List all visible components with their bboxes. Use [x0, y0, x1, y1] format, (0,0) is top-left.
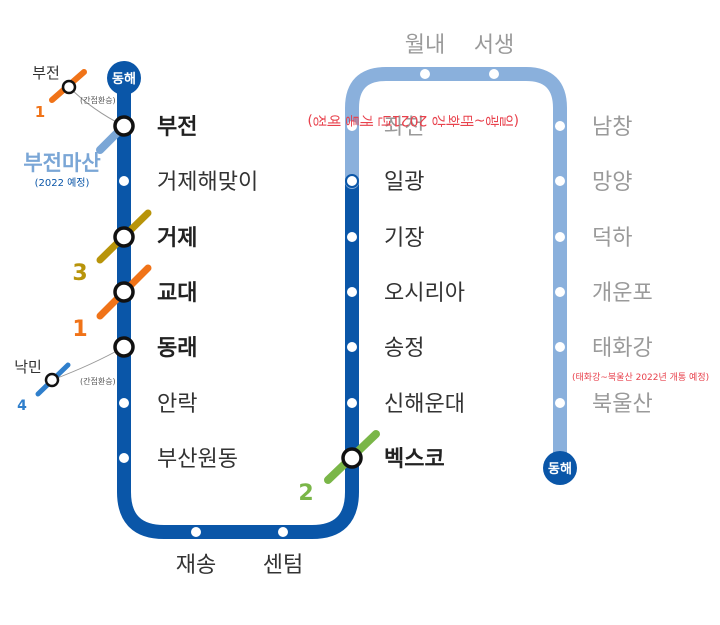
station-songjeong[interactable]: 송정 [345, 336, 424, 361]
station-gijang[interactable]: 기장 [345, 226, 424, 251]
indirect-transfer-note: (간접환승) [80, 376, 116, 386]
station-bujeon[interactable]: 부전 [113, 115, 197, 140]
station-gyodae[interactable]: 교대 [113, 281, 197, 306]
station-dongnae[interactable]: 동래 [113, 336, 197, 361]
station-label: 월내 [405, 33, 445, 58]
terminal-bottom-label: 동해 [548, 461, 572, 477]
donghae-line-operating [117, 73, 359, 539]
station-label: 태화강 [592, 336, 653, 361]
station-label: 안락 [157, 392, 197, 417]
station-taehwagang[interactable]: 태화강 [553, 336, 653, 361]
station-gaeunpo[interactable]: 개운포 [553, 281, 653, 306]
opening-note-taehwagang: (태화강~북울산 2022년 개통 예정) [572, 372, 709, 383]
station-mangyang[interactable]: 망양 [553, 170, 632, 195]
station-label: 기장 [384, 226, 424, 251]
station-sinhaeundae[interactable]: 신해운대 [345, 392, 465, 417]
station-label: 거제 [157, 226, 197, 251]
station-label: 동래 [157, 336, 197, 361]
station-osiria[interactable]: 오시리아 [345, 281, 465, 306]
station-anrak[interactable]: 안락 [117, 392, 197, 417]
station-label: 오시리아 [384, 281, 465, 306]
line2-number: 2 [298, 481, 313, 506]
station-label: 부산원동 [157, 447, 238, 472]
transfer-nakmin-line4[interactable]: 낙민 4 (간접환승) [14, 358, 115, 414]
station-label: 센텀 [263, 553, 303, 578]
line3-number: 3 [72, 261, 87, 286]
line-number-badge: 1 [35, 103, 45, 121]
station-label: 서생 [474, 33, 514, 58]
donghae-line-future [345, 67, 567, 469]
bujeon-masan-note: (2022 예정) [35, 177, 90, 189]
station-jaesong[interactable]: 재송 [176, 525, 216, 578]
station-bugulsan[interactable]: 북울산 [553, 392, 653, 417]
indirect-transfer-note: (간접환승) [80, 95, 116, 105]
station-geojehaemaji[interactable]: 거제해맞이 [117, 170, 258, 195]
indirect-transfer-curve-nakmin [51, 346, 125, 381]
station-bexco[interactable]: 벡스코 [341, 447, 445, 472]
station-label: 북울산 [592, 392, 653, 417]
station-label: 개운포 [592, 281, 653, 306]
station-label: 신해운대 [384, 392, 465, 417]
station-namchang[interactable]: 남창 [553, 115, 632, 140]
station-label: 남창 [592, 115, 632, 140]
opening-note-vertical: (일광~태화강 2021년 개통 예정) [307, 112, 519, 128]
station-label: 재송 [176, 553, 216, 578]
station-seosaeng[interactable]: 서생 [474, 33, 514, 81]
line-number-badge: 4 [17, 398, 27, 414]
station-label: 덕하 [592, 226, 632, 251]
station-label: 교대 [157, 281, 197, 306]
terminal-top-label: 동해 [112, 71, 136, 87]
transfer-station-label: 부전 [32, 64, 60, 82]
terminal-bottom[interactable]: 동해 [543, 451, 577, 485]
station-busanwondong[interactable]: 부산원동 [117, 447, 238, 472]
transfer-bujeon-masan[interactable]: 부전마산 (2022 예정) [23, 151, 100, 189]
line1-number: 1 [72, 317, 87, 342]
station-geoje[interactable]: 거제 [113, 226, 197, 251]
station-wollae[interactable]: 월내 [405, 33, 445, 81]
station-label: 부전 [157, 115, 197, 140]
bujeon-masan-label: 부전마산 [23, 151, 100, 175]
transfer-bujeon-line1[interactable]: 부전 1 (간접환승) [32, 64, 115, 121]
station-label: 거제해맞이 [157, 170, 258, 195]
station-deokha[interactable]: 덕하 [553, 226, 632, 251]
transfer-station-label: 낙민 [14, 358, 42, 376]
station-label: 송정 [384, 336, 424, 361]
station-ilgwang[interactable]: 일광 [345, 170, 424, 195]
terminal-top[interactable]: 동해 [107, 61, 141, 95]
station-centum[interactable]: 센텀 [263, 525, 303, 578]
station-label: 벡스코 [384, 447, 445, 472]
station-jwacheon[interactable]: 좌천 [345, 115, 424, 140]
station-label: 망양 [592, 170, 632, 195]
station-label: 일광 [384, 170, 424, 195]
station-label: 좌천 [384, 115, 424, 140]
